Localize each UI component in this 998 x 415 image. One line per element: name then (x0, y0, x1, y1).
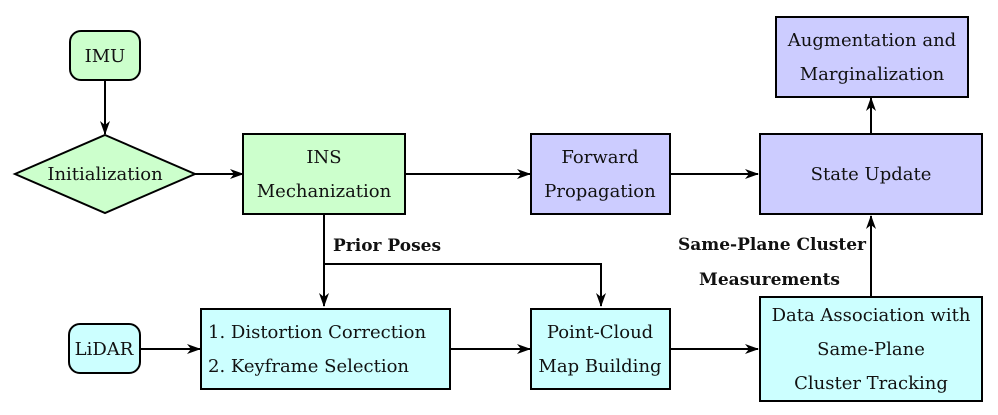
state-update-box (759, 133, 983, 215)
forward-propagation-label-line2: Propagation (544, 181, 656, 202)
ins-label-line2: Mechanization (257, 181, 392, 202)
augmentation-box (775, 16, 969, 98)
augmentation-node: Augmentation and Marginalization (775, 16, 969, 98)
augmentation-label-line2: Marginalization (800, 64, 945, 85)
lidar-node: LiDAR (68, 323, 141, 374)
data-association-node: Data Association with Same-Plane Cluster… (759, 296, 983, 402)
lidar-box (68, 323, 141, 374)
augmentation-label-line1: Augmentation and (787, 30, 956, 51)
initialization-diamond (12, 133, 198, 215)
ins-box (242, 133, 406, 215)
pointcloud-box (530, 308, 671, 390)
data-association-label-line3: Cluster Tracking (794, 373, 948, 394)
data-association-label-line1: Data Association with (772, 305, 971, 326)
initialization-label: Initialization (47, 164, 163, 185)
initialization-node: Initialization (12, 133, 198, 215)
preprocess-label-line1: 1. Distortion Correction (208, 322, 427, 343)
measurements-label-line1: Same-Plane Cluster (678, 235, 867, 255)
ins-node: INS Mechanization (242, 133, 406, 215)
preprocess-box (200, 308, 451, 390)
preprocess-label-line2: 2. Keyframe Selection (208, 356, 409, 377)
imu-label: IMU (85, 46, 126, 67)
lidar-label: LiDAR (75, 339, 134, 360)
edge-prior-poses-to-pointcloud (324, 263, 606, 307)
data-association-box (759, 296, 983, 402)
preprocess-node: 1. Distortion Correction 2. Keyframe Sel… (200, 308, 451, 390)
prior-poses-label: Prior Poses (333, 236, 441, 256)
pointcloud-label-line2: Map Building (538, 356, 661, 377)
imu-box (69, 30, 141, 81)
measurements-label-line2: Measurements (699, 270, 840, 290)
edges (100, 80, 876, 354)
forward-propagation-box (530, 133, 671, 215)
pointcloud-label-line1: Point-Cloud (547, 322, 653, 343)
state-update-node: State Update (759, 133, 983, 215)
forward-propagation-label-line1: Forward (561, 147, 638, 168)
state-update-label: State Update (811, 164, 932, 185)
imu-node: IMU (69, 30, 141, 81)
ins-label-line1: INS (306, 147, 341, 168)
pointcloud-node: Point-Cloud Map Building (530, 308, 671, 390)
forward-propagation-node: Forward Propagation (530, 133, 671, 215)
data-association-label-line2: Same-Plane (817, 339, 925, 360)
